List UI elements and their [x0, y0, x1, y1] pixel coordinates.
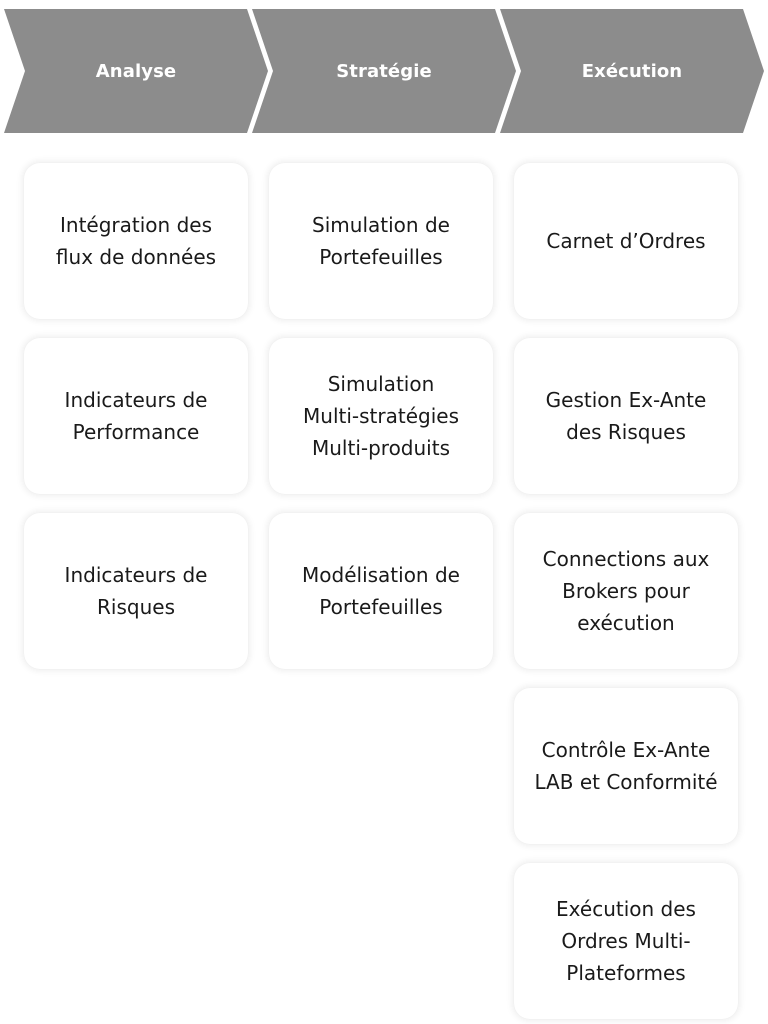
phase-label: Analyse: [95, 60, 177, 82]
card-indicateurs-risques: Indicateurs de Risques: [24, 513, 248, 669]
phase-chevron-execution: Exécution: [500, 9, 764, 133]
card-label: Simulation Multi-stratégies Multi-produi…: [303, 372, 459, 460]
card-label: Gestion Ex-Ante des Risques: [545, 388, 707, 444]
card-label: Intégration des flux de données: [55, 213, 217, 269]
card-connections-brokers: Connections aux Brokers pour exécution: [514, 513, 738, 669]
card-indicateurs-performance: Indicateurs de Performance: [24, 338, 248, 494]
phase-label: Stratégie: [336, 60, 432, 82]
card-label: Modélisation de Portefeuilles: [302, 563, 460, 619]
card-label: Indicateurs de Performance: [64, 388, 208, 444]
card-integration-flux-donnees: Intégration des flux de données: [24, 163, 248, 319]
card-execution-ordres-multi-plateformes: Exécution des Ordres Multi- Plateformes: [514, 863, 738, 1019]
card-carnet-ordres: Carnet d’Ordres: [514, 163, 738, 319]
phase-label: Exécution: [581, 60, 683, 82]
card-label: Simulation de Portefeuilles: [312, 213, 450, 269]
card-simulation-multi-strategies: Simulation Multi-stratégies Multi-produi…: [269, 338, 493, 494]
card-simulation-portefeuilles: Simulation de Portefeuilles: [269, 163, 493, 319]
card-label: Connections aux Brokers pour exécution: [542, 547, 710, 635]
phase-chevron-analyse: Analyse: [4, 9, 268, 133]
card-gestion-ex-ante-risques: Gestion Ex-Ante des Risques: [514, 338, 738, 494]
card-label: Carnet d’Ordres: [546, 229, 706, 253]
card-modelisation-portefeuilles: Modélisation de Portefeuilles: [269, 513, 493, 669]
card-controle-lab-conformite: Contrôle Ex-Ante LAB et Conformité: [514, 688, 738, 844]
phase-chevron-strategie: Stratégie: [252, 9, 516, 133]
card-label: Indicateurs de Risques: [64, 563, 208, 619]
card-label: Contrôle Ex-Ante LAB et Conformité: [534, 738, 718, 794]
card-label: Exécution des Ordres Multi- Plateformes: [556, 897, 696, 985]
